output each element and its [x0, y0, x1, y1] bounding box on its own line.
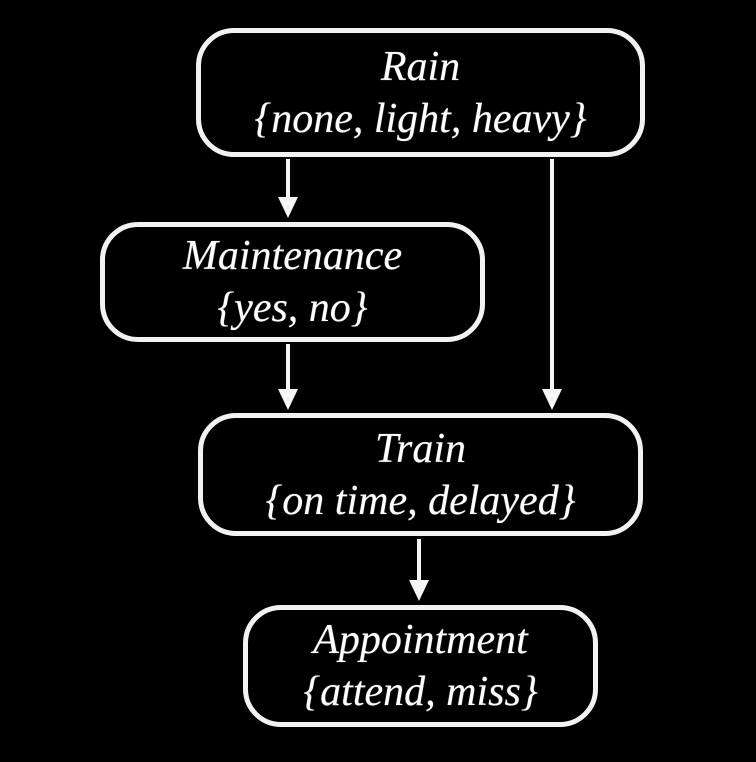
node-train: Train {on time, delayed}	[198, 413, 643, 536]
node-appointment: Appointment {attend, miss}	[243, 605, 598, 727]
node-train-states: {on time, delayed}	[265, 477, 576, 524]
node-rain-states: {none, light, heavy}	[254, 95, 587, 142]
edge-rain-to-train-arrow	[542, 159, 562, 410]
edge-rain-to-maintenance-arrow	[278, 159, 298, 218]
node-appointment-label: Appointment	[313, 617, 528, 663]
node-rain-label: Rain	[380, 43, 461, 90]
node-maintenance: Maintenance {yes, no}	[100, 222, 485, 342]
node-train-label: Train	[374, 425, 467, 472]
edge-maintenance-to-train-arrow	[278, 344, 298, 410]
edge-train-to-appointment-arrow	[409, 539, 429, 601]
node-maintenance-label: Maintenance	[182, 233, 403, 279]
node-appointment-states: {attend, miss}	[303, 669, 538, 715]
node-maintenance-states: {yes, no}	[217, 285, 368, 331]
node-rain: Rain {none, light, heavy}	[196, 28, 645, 157]
